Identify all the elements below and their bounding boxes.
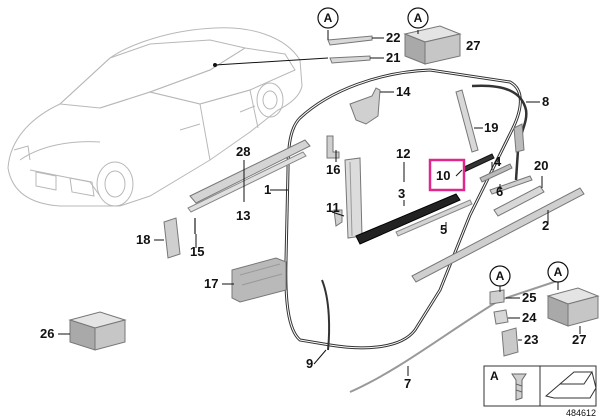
part-label-18: 18 xyxy=(136,232,150,247)
image-number: 484612 xyxy=(566,408,596,418)
part-14-bracket xyxy=(349,87,381,125)
kit-arrow-icon xyxy=(544,370,597,399)
part-24-graphic xyxy=(493,309,509,325)
part-1-door-seal xyxy=(284,68,522,350)
part-19-strip xyxy=(455,89,479,153)
kit-marker-1: A xyxy=(317,7,339,29)
part-label-4: 4 xyxy=(494,154,502,169)
car-leader-line xyxy=(214,57,329,66)
highlighted-part-10[interactable]: 10 xyxy=(428,158,466,192)
part-8-seal xyxy=(471,84,528,181)
part-4-strip xyxy=(479,163,513,183)
part-20-strip xyxy=(493,185,545,217)
part-label-12: 12 xyxy=(396,146,410,161)
part-label-21: 21 xyxy=(386,50,400,65)
part-10-strip xyxy=(461,153,495,173)
part-12-rail xyxy=(344,157,363,239)
part-label-19: 19 xyxy=(484,120,498,135)
part-label-1: 1 xyxy=(264,182,271,197)
part-label-16: 16 xyxy=(326,162,340,177)
kit-marker-label: A xyxy=(324,11,333,25)
part-label-22: 22 xyxy=(386,30,400,45)
part-28-strip xyxy=(189,139,311,204)
part-27-box-bottom xyxy=(546,287,600,327)
part-label-5: 5 xyxy=(440,222,447,237)
part-label-13: 13 xyxy=(236,208,250,223)
part-16-clip xyxy=(326,135,340,159)
part-label-26: 26 xyxy=(40,326,54,341)
part-label-27-top: 27 xyxy=(466,38,480,53)
part-label-9: 9 xyxy=(306,356,313,371)
part-label-17: 17 xyxy=(204,276,218,291)
part-label-20: 20 xyxy=(534,158,548,173)
part-label-7: 7 xyxy=(404,376,411,391)
legend-marker-label: A xyxy=(490,369,499,383)
part-3-strip xyxy=(355,193,461,245)
part-label-24: 24 xyxy=(522,310,537,325)
part-13-strip xyxy=(187,151,307,213)
part-22-graphic xyxy=(327,35,373,46)
part-5-strip xyxy=(395,199,473,237)
car-leader-dot xyxy=(213,63,217,67)
part-labels: 22 21 27 14 8 19 28 1 16 12 4 6 20 11 3 … xyxy=(40,30,586,391)
part-label-8: 8 xyxy=(542,94,549,109)
part-label-25: 25 xyxy=(522,290,536,305)
kit-marker-2: A xyxy=(407,7,429,29)
part-label-23: 23 xyxy=(524,332,538,347)
part-11-clip xyxy=(333,209,343,227)
kit-marker-label: A xyxy=(414,11,423,25)
part-label-10: 10 xyxy=(436,168,450,183)
part-label-2: 2 xyxy=(542,218,549,233)
part-label-15: 15 xyxy=(190,244,204,259)
part-27-box-top xyxy=(403,25,462,65)
part-17-block xyxy=(231,257,287,303)
part-label-14: 14 xyxy=(396,84,411,99)
part-7-seal xyxy=(349,279,561,393)
part-25-graphic xyxy=(489,289,505,305)
part-label-6: 6 xyxy=(496,184,503,199)
part-23-graphic xyxy=(501,327,519,357)
leader-lines xyxy=(58,30,581,376)
screw-icon xyxy=(511,373,527,401)
part-2-strip xyxy=(411,187,585,283)
part-label-27-bottom: 27 xyxy=(572,332,586,347)
part-label-11: 11 xyxy=(326,200,340,215)
kit-marker-label: A xyxy=(554,265,563,279)
part-9-wire xyxy=(321,279,331,351)
kit-marker-4: A xyxy=(547,261,569,283)
part-label-28: 28 xyxy=(236,144,250,159)
part-label-3: 3 xyxy=(398,186,405,201)
part-21-graphic xyxy=(329,55,371,64)
part-26-box xyxy=(68,311,127,351)
kit-marker-label: A xyxy=(496,269,505,283)
part-18-bracket xyxy=(163,217,181,259)
legend-box: A xyxy=(483,365,597,407)
kit-marker-3: A xyxy=(489,265,511,287)
